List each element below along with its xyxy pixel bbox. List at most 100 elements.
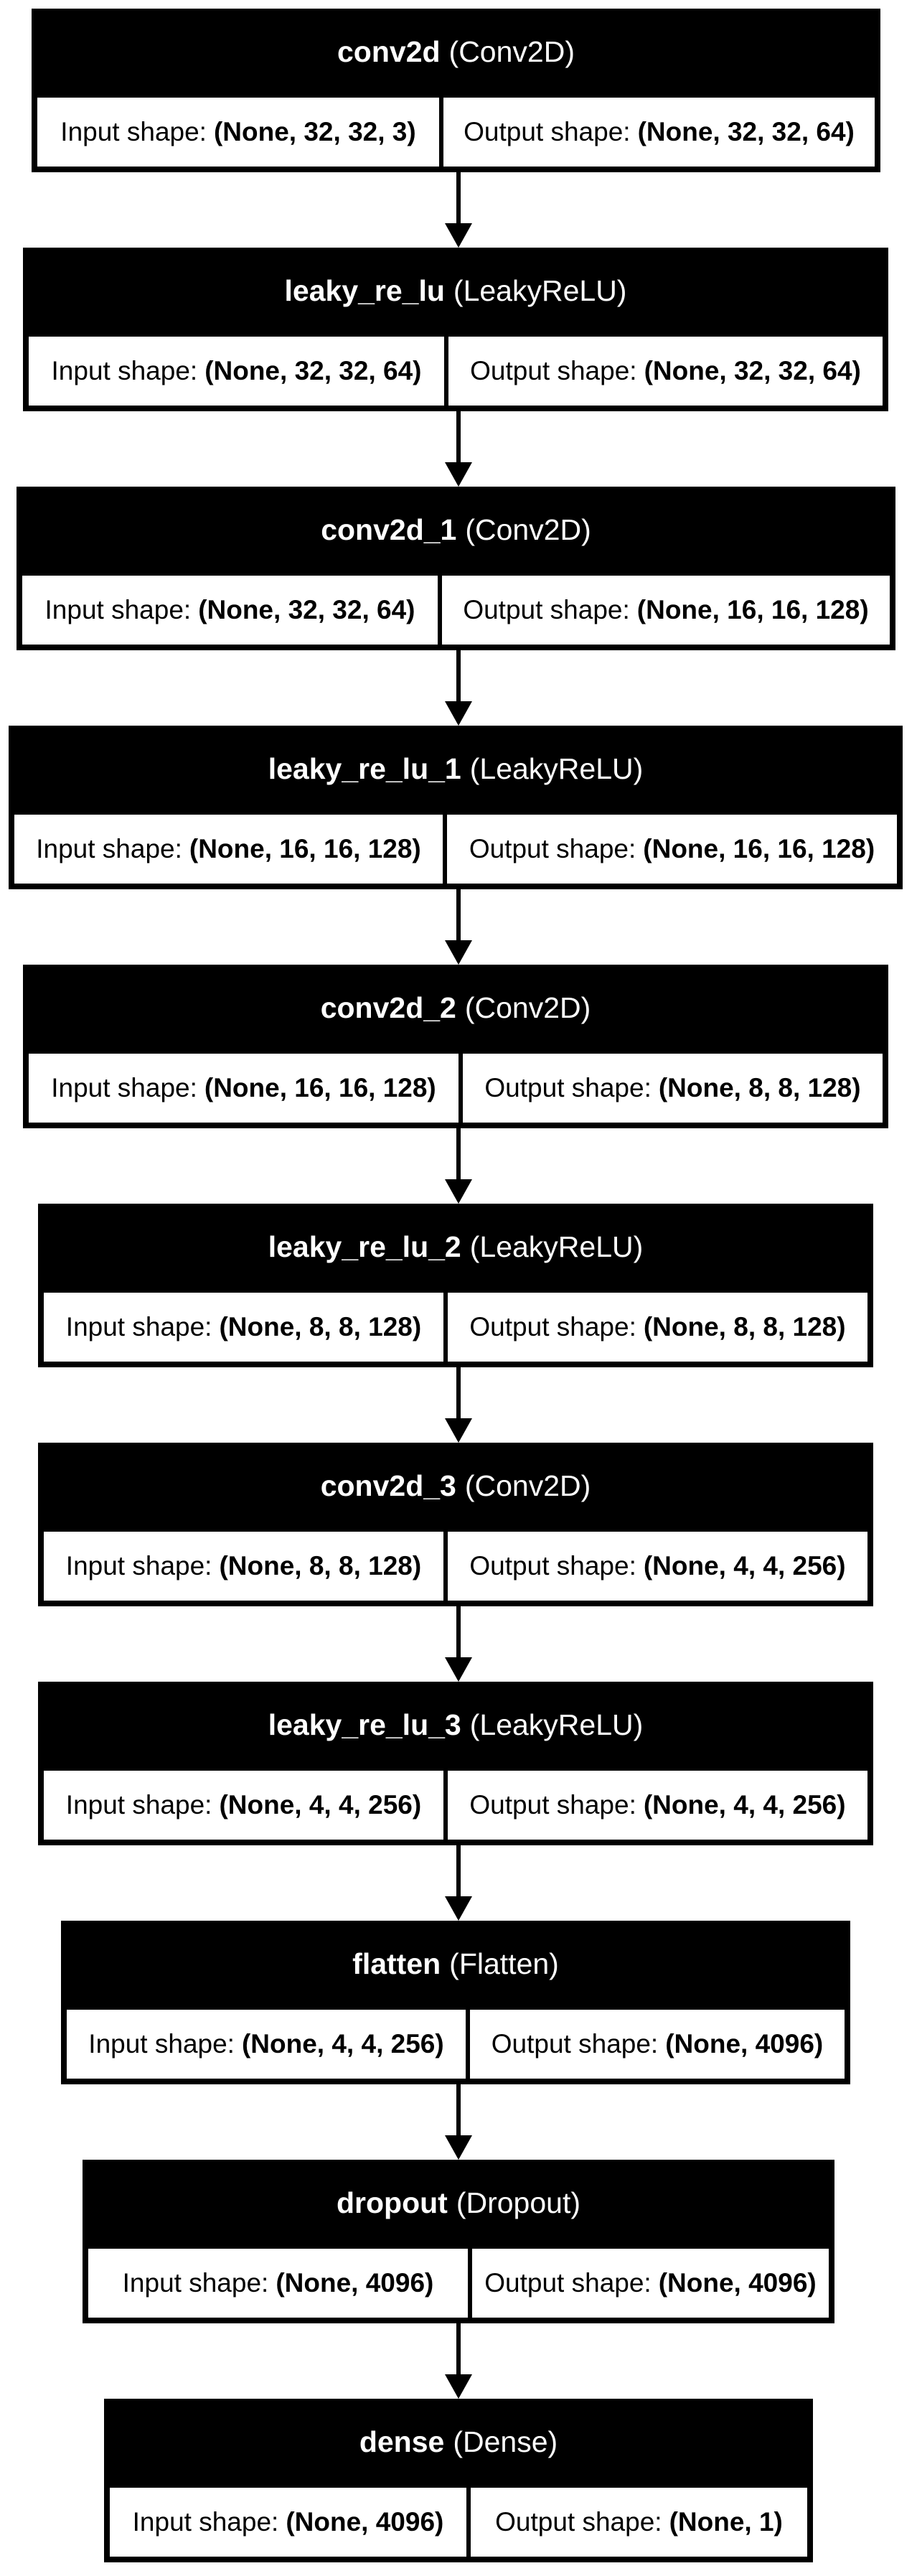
layer-name: conv2d xyxy=(337,34,441,68)
output-shape-cell: Output shape:(None, 4096) xyxy=(470,2010,845,2079)
output-shape-value: (None, 8, 8, 128) xyxy=(643,1312,846,1341)
layer-header: conv2d_1(Conv2D) xyxy=(17,487,895,573)
arrowhead-icon xyxy=(445,1657,472,1682)
layer-name: conv2d_1 xyxy=(321,512,457,546)
output-shape-label: Output shape: xyxy=(469,1790,636,1819)
output-shape-label: Output shape: xyxy=(469,1312,636,1341)
input-shape-label: Input shape: xyxy=(65,1551,212,1580)
connector-arrow-line xyxy=(456,172,461,226)
layer-name: flatten xyxy=(352,1947,441,1980)
layer-type: (Conv2D) xyxy=(464,990,591,1024)
layer-name: dropout xyxy=(336,2186,448,2219)
input-shape-cell: Input shape:(None, 4, 4, 256) xyxy=(67,2010,466,2079)
input-shape-cell: Input shape:(None, 32, 32, 3) xyxy=(37,98,439,167)
output-shape-value: (None, 32, 32, 64) xyxy=(644,356,861,385)
output-shape-cell: Output shape:(None, 8, 8, 128) xyxy=(463,1054,883,1123)
output-shape-value: (None, 4, 4, 256) xyxy=(643,1790,846,1819)
output-shape-label: Output shape: xyxy=(469,834,636,863)
output-shape-value: (None, 4096) xyxy=(665,2029,824,2059)
input-shape-cell: Input shape:(None, 4, 4, 256) xyxy=(44,1771,443,1840)
input-shape-value: (None, 8, 8, 128) xyxy=(219,1551,422,1580)
layer-type: (LeakyReLU) xyxy=(469,751,644,785)
layer-type: (LeakyReLU) xyxy=(469,1708,644,1741)
connector-arrow-line xyxy=(456,889,461,943)
layer-type: (LeakyReLU) xyxy=(469,1230,644,1263)
output-shape-cell: Output shape:(None, 16, 16, 128) xyxy=(442,576,890,645)
layer-header: dense(Dense) xyxy=(104,2399,813,2485)
layer-name: leaky_re_lu_3 xyxy=(268,1708,461,1741)
layer-name: dense xyxy=(359,2425,445,2458)
output-shape-cell: Output shape:(None, 32, 32, 64) xyxy=(443,98,875,167)
layer-node: conv2d_2(Conv2D) Input shape:(None, 16, 1… xyxy=(23,965,888,1128)
layer-node: leaky_re_lu_3(LeakyReLU)Input shape:(Non… xyxy=(38,1682,873,1845)
layer-header: conv2d_3(Conv2D) xyxy=(38,1443,873,1529)
input-shape-label: Input shape: xyxy=(36,834,182,863)
output-shape-cell: Output shape:(None, 32, 32, 64) xyxy=(448,337,883,406)
arrowhead-icon xyxy=(445,940,472,965)
arrowhead-icon xyxy=(445,1418,472,1443)
output-shape-value: (None, 4096) xyxy=(658,2268,817,2298)
output-shape-cell: Output shape:(None, 16, 16, 128) xyxy=(447,815,897,884)
layer-node: flatten(Flatten)Input shape:(None, 4, 4,… xyxy=(61,1921,850,2084)
layer-node: leaky_re_lu_1(LeakyReLU)Input shape:(Non… xyxy=(9,726,903,889)
arrowhead-icon xyxy=(445,2135,472,2160)
arrowhead-icon xyxy=(445,1179,472,1204)
input-shape-label: Input shape: xyxy=(122,2268,269,2298)
input-shape-cell: Input shape:(None, 8, 8, 128) xyxy=(44,1293,443,1362)
connector-arrow-line xyxy=(456,411,461,465)
layer-type: (Dropout) xyxy=(456,2186,580,2219)
layer-node: dense(Dense)Input shape:(None, 4096)Outp… xyxy=(104,2399,813,2562)
output-shape-value: (None, 4, 4, 256) xyxy=(643,1551,846,1580)
input-shape-label: Input shape: xyxy=(132,2507,279,2537)
input-shape-value: (None, 16, 16, 128) xyxy=(189,834,421,863)
input-shape-value: (None, 4, 4, 256) xyxy=(241,2029,444,2059)
output-shape-label: Output shape: xyxy=(495,2507,662,2537)
layer-node: conv2d_3(Conv2D) Input shape:(None, 8, 8,… xyxy=(38,1443,873,1606)
input-shape-cell: Input shape:(None, 16, 16, 128) xyxy=(14,815,443,884)
arrowhead-icon xyxy=(445,1896,472,1921)
layer-header: leaky_re_lu_2(LeakyReLU) xyxy=(38,1204,873,1290)
input-shape-cell: Input shape:(None, 4096) xyxy=(110,2488,466,2557)
input-shape-cell: Input shape:(None, 32, 32, 64) xyxy=(22,576,438,645)
output-shape-cell: Output shape:(None, 4, 4, 256) xyxy=(448,1532,867,1601)
layer-name: leaky_re_lu xyxy=(284,273,445,307)
input-shape-label: Input shape: xyxy=(51,1073,197,1102)
layer-header: conv2d_2(Conv2D) xyxy=(23,965,888,1051)
layer-node: conv2d(Conv2D) Input shape:(None, 32, 32,… xyxy=(32,9,880,172)
connector-arrow-line xyxy=(456,2084,461,2138)
arrowhead-icon xyxy=(445,701,472,726)
layer-header: leaky_re_lu_3(LeakyReLU) xyxy=(38,1682,873,1768)
input-shape-value: (None, 8, 8, 128) xyxy=(219,1312,422,1341)
arrowhead-icon xyxy=(445,462,472,487)
connector-arrow-line xyxy=(456,1367,461,1421)
output-shape-label: Output shape: xyxy=(469,1551,636,1580)
output-shape-value: (None, 16, 16, 128) xyxy=(643,834,875,863)
input-shape-value: (None, 32, 32, 64) xyxy=(198,595,415,624)
output-shape-label: Output shape: xyxy=(484,1073,652,1102)
output-shape-cell: Output shape:(None, 8, 8, 128) xyxy=(448,1293,867,1362)
output-shape-label: Output shape: xyxy=(484,2268,652,2298)
input-shape-label: Input shape: xyxy=(44,595,192,624)
layer-header: leaky_re_lu_1(LeakyReLU) xyxy=(9,726,903,812)
input-shape-value: (None, 4, 4, 256) xyxy=(219,1790,422,1819)
connector-arrow-line xyxy=(456,650,461,704)
connector-arrow-line xyxy=(456,1128,461,1182)
input-shape-cell: Input shape:(None, 32, 32, 64) xyxy=(29,337,444,406)
output-shape-value: (None, 32, 32, 64) xyxy=(637,117,855,146)
input-shape-value: (None, 32, 32, 64) xyxy=(204,356,422,385)
arrowhead-icon xyxy=(445,223,472,248)
output-shape-value: (None, 1) xyxy=(669,2507,783,2537)
layer-name: leaky_re_lu_2 xyxy=(268,1230,461,1263)
layer-type: (Flatten) xyxy=(449,1947,559,1980)
output-shape-cell: Output shape:(None, 1) xyxy=(471,2488,807,2557)
output-shape-value: (None, 16, 16, 128) xyxy=(636,595,869,624)
layer-node: dropout(Dropout) Input shape: (None, 4096)… xyxy=(83,2160,834,2323)
input-shape-value: (None, 16, 16, 128) xyxy=(204,1073,436,1102)
layer-header: flatten(Flatten) xyxy=(61,1921,850,2007)
output-shape-label: Output shape: xyxy=(491,2029,659,2059)
input-shape-value: (None, 32, 32, 3) xyxy=(213,117,416,146)
output-shape-cell: Output shape:(None, 4096) xyxy=(472,2249,829,2318)
layer-header: dropout(Dropout) xyxy=(83,2160,834,2246)
layer-type: (Conv2D) xyxy=(448,34,575,68)
